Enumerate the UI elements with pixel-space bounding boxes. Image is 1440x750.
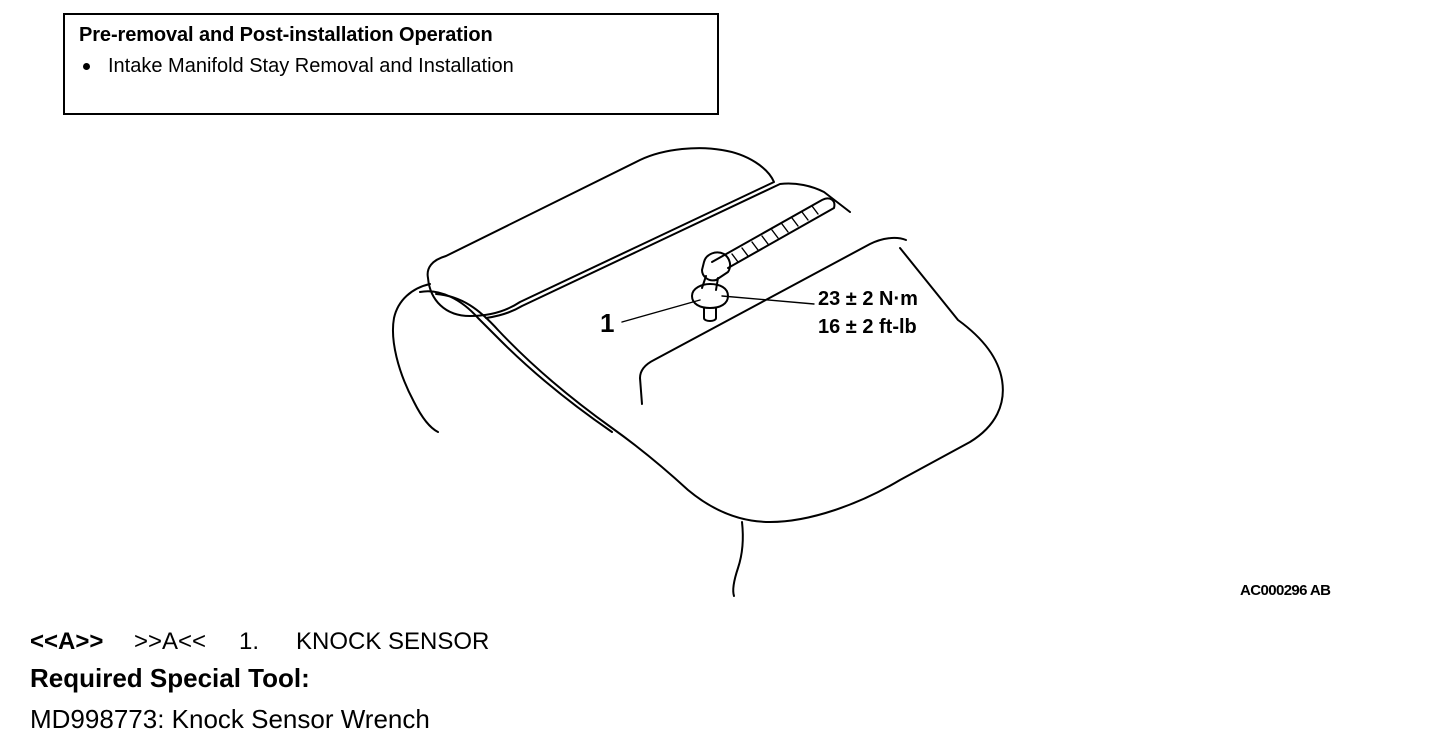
- sensor-harness-stripes: [731, 205, 819, 263]
- bullet-icon: [83, 62, 90, 70]
- knock-sensor-base: [703, 307, 717, 322]
- sensor-harness: [711, 197, 836, 269]
- callout-number: 1: [600, 308, 615, 338]
- removal-reference: <<A>>: [30, 628, 104, 655]
- upper-bank-outline: [426, 147, 775, 317]
- operation-box: Pre-removal and Post-installation Operat…: [63, 13, 719, 115]
- figure-code: AC000296 AB: [1240, 582, 1331, 599]
- step-label: KNOCK SENSOR: [296, 628, 490, 655]
- lower-bank-outline: [639, 236, 907, 405]
- block-left-contour: [392, 283, 439, 433]
- special-tool-heading: Required Special Tool:: [30, 663, 310, 693]
- operation-title: Pre-removal and Post-installation Operat…: [79, 24, 493, 46]
- upper-bank-face: [485, 182, 851, 319]
- block-front-sweep: [435, 247, 1004, 523]
- operation-item: Intake Manifold Stay Removal and Install…: [79, 54, 703, 78]
- callout-leader: [621, 299, 701, 323]
- operation-item-label: Intake Manifold Stay Removal and Install…: [108, 55, 514, 77]
- step-number: 1.: [239, 628, 260, 655]
- block-skirt: [732, 521, 744, 597]
- installation-reference: >>A<<: [134, 628, 207, 655]
- torque-spec-ftlb: 16 ± 2 ft-lb: [818, 316, 917, 338]
- special-tool-item: MD998773: Knock Sensor Wrench: [30, 704, 430, 734]
- torque-spec-nm: 23 ± 2 N·m: [818, 288, 918, 310]
- torque-leader: [721, 295, 815, 305]
- procedure-step: <<A>> >>A<< 1. KNOCK SENSOR: [30, 628, 489, 656]
